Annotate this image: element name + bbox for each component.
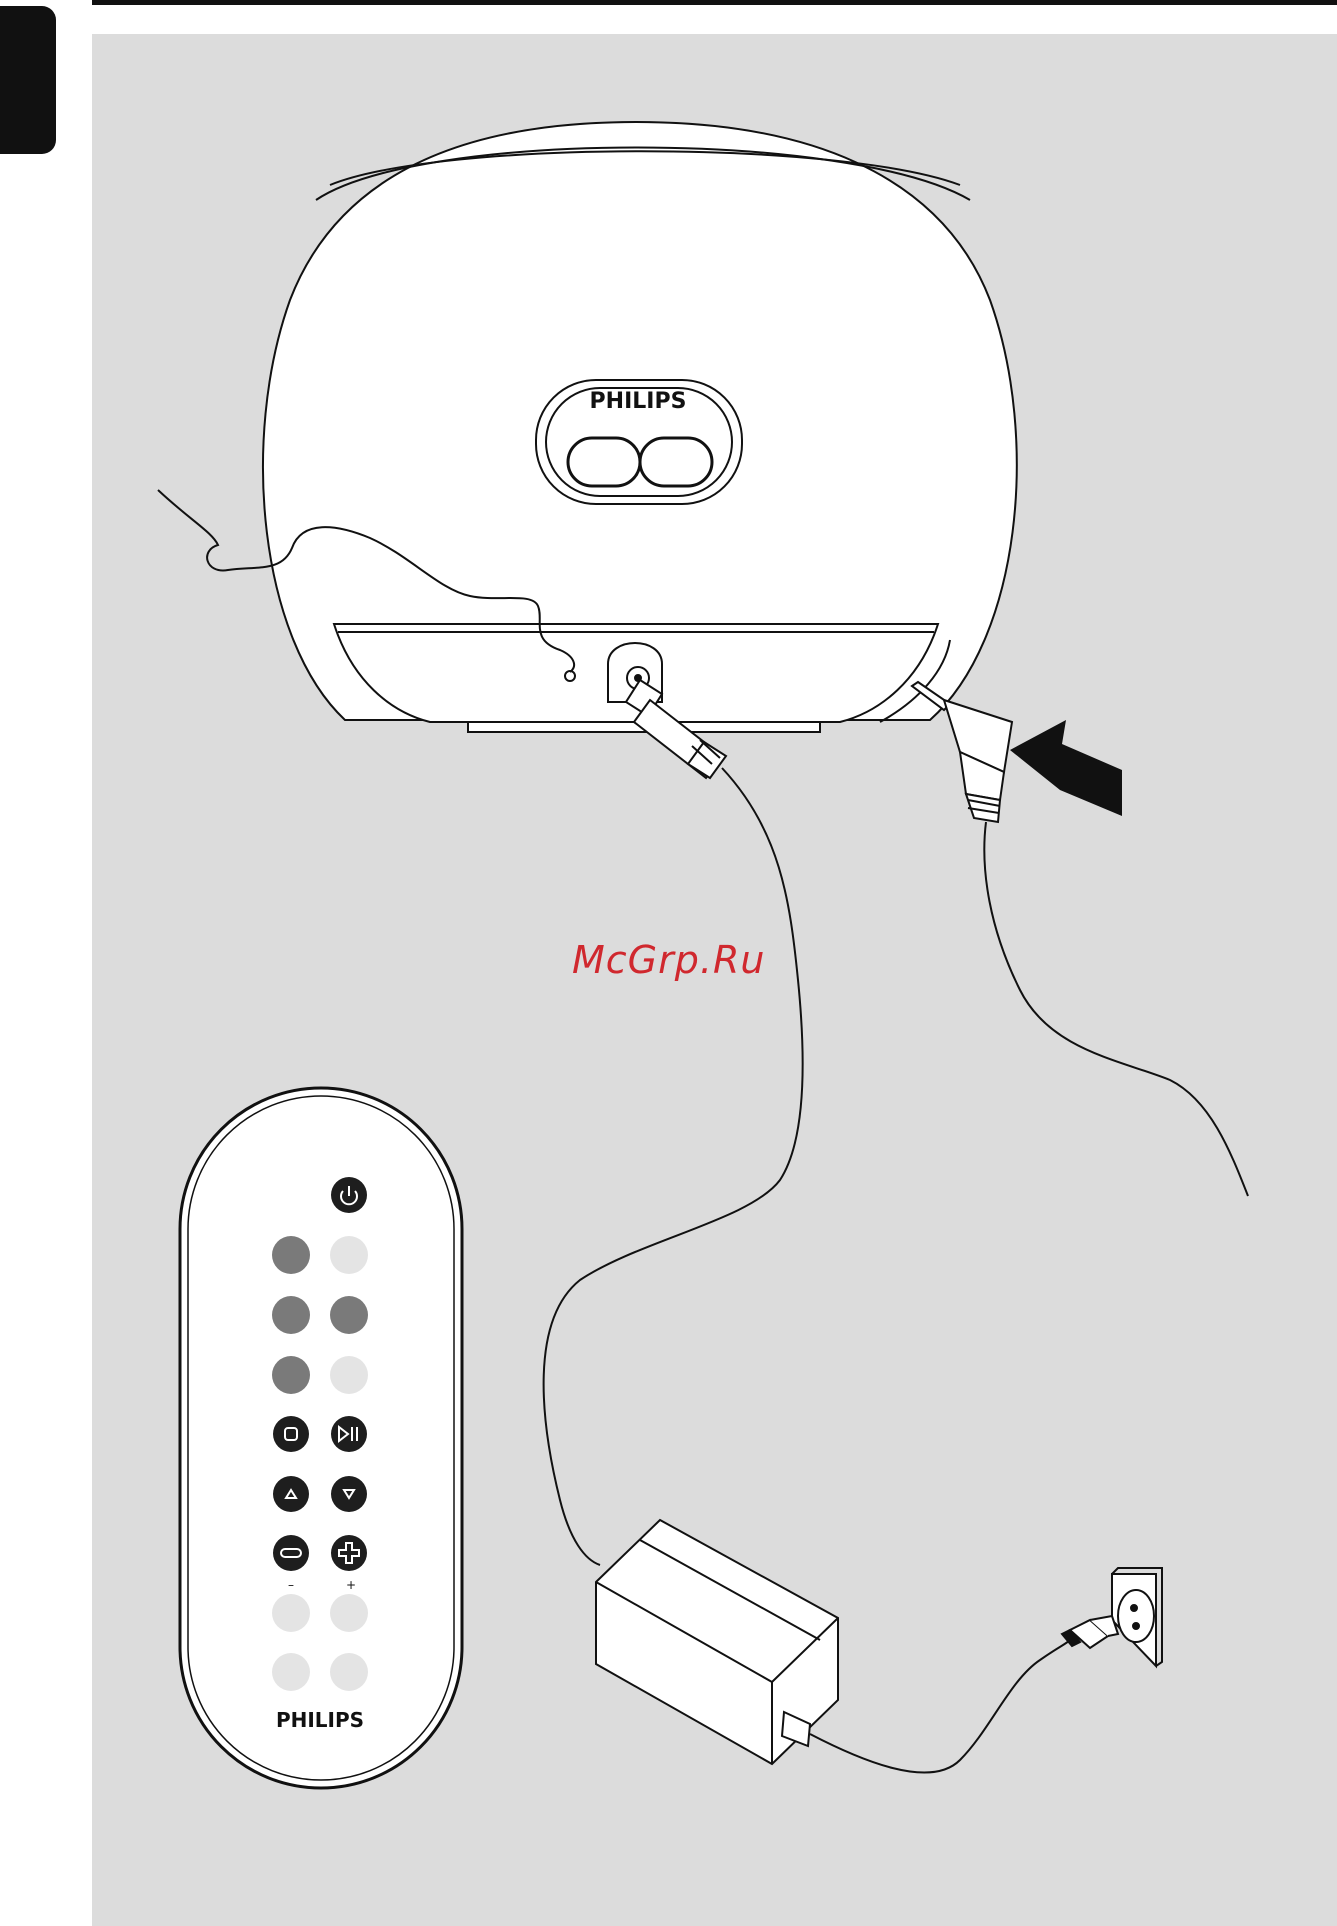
watermark: McGrp.Ru (572, 938, 765, 982)
mains-cable (810, 1640, 1070, 1773)
power-adapter (596, 1520, 838, 1764)
volume-minus-label: – (288, 1578, 294, 1592)
remote-brand-logo: PHILIPS (276, 1708, 364, 1732)
stop-button[interactable] (273, 1416, 309, 1452)
up-button[interactable] (273, 1476, 309, 1512)
speaker-handle-right (640, 438, 712, 486)
remote-button-8b[interactable] (330, 1594, 368, 1632)
speaker-brand-logo: PHILIPS (590, 389, 687, 414)
insert-arrow-icon (1010, 720, 1122, 816)
mains-plug (1062, 1616, 1118, 1648)
aux-socket (565, 671, 575, 681)
remote-button-3a[interactable] (272, 1296, 310, 1334)
dc-cable (544, 768, 803, 1565)
remote-control: – + PHILIPS (180, 1088, 462, 1788)
remote-button-2a[interactable] (272, 1236, 310, 1274)
remote-button-9b[interactable] (330, 1653, 368, 1691)
volume-down-button[interactable] (273, 1535, 309, 1571)
down-button[interactable] (331, 1476, 367, 1512)
audio-cable (984, 822, 1248, 1196)
wall-socket (1112, 1568, 1162, 1666)
remote-button-9a[interactable] (272, 1653, 310, 1691)
speaker-unit (263, 122, 1017, 732)
remote-button-3b[interactable] (330, 1296, 368, 1334)
volume-plus-label: + (346, 1578, 356, 1592)
speaker-handle-left (568, 438, 640, 486)
remote-outline-inner (188, 1096, 454, 1780)
volume-up-button[interactable] (331, 1535, 367, 1571)
remote-button-4b[interactable] (330, 1356, 368, 1394)
remote-button-4a[interactable] (272, 1356, 310, 1394)
remote-button-8a[interactable] (272, 1594, 310, 1632)
remote-button-2b[interactable] (330, 1236, 368, 1274)
